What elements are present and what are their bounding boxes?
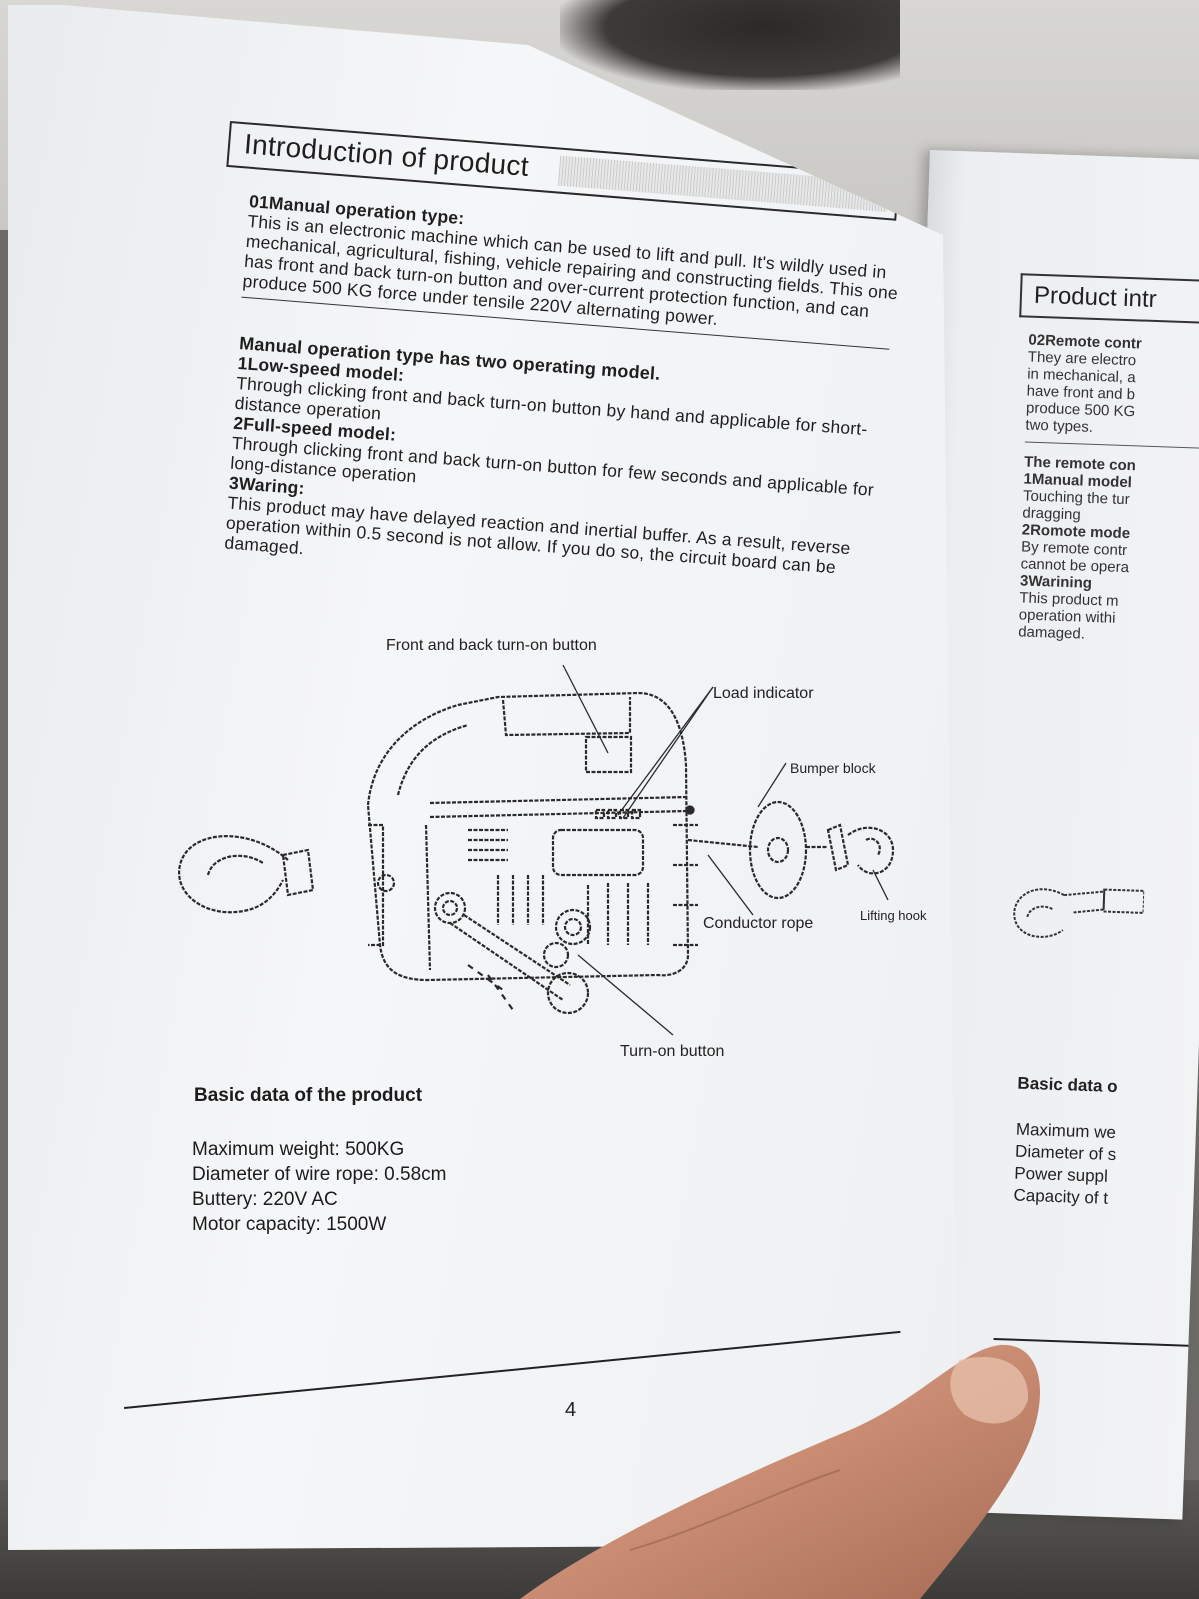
leader-conductor-rope [707, 854, 754, 916]
leader-load-indicator [617, 686, 714, 816]
label-turn-on-button: Turn-on button [620, 1043, 725, 1060]
right-page-divider [1024, 441, 1199, 450]
leader-bumper-block [757, 762, 787, 808]
background-object [560, 0, 900, 90]
leader-front-back-button [562, 664, 609, 754]
bumper-block [748, 800, 808, 900]
winch-diagram: Front and back turn-on button Load indic… [168, 625, 948, 1075]
section-operating-models: Manual operation type has two operating … [224, 333, 898, 601]
right-page-basic-data: Maximum we Diameter of s Power suppl Cap… [1013, 1119, 1117, 1210]
leader-lifting-hook [872, 869, 889, 901]
basic-data-heading: Basic data of the product [194, 1085, 423, 1106]
page-number: 4 [565, 1399, 577, 1421]
right-hook [826, 823, 850, 872]
label-lifting-hook: Lifting hook [860, 908, 927, 923]
page-title: Introduction of product [242, 128, 531, 183]
label-front-back-button: Front and back turn-on button [386, 637, 597, 654]
basic-data-row: Motor capacity: 1500W [192, 1214, 387, 1235]
basic-data-list: Maximum weight: 500KG Diameter of wire r… [192, 1137, 447, 1237]
label-load-indicator: Load indicator [713, 685, 814, 702]
left-hook [178, 835, 289, 914]
right-page-section2: The remote con 1Manual model Touching th… [1018, 453, 1199, 647]
winch-body [366, 691, 690, 982]
label-conductor-rope: Conductor rope [703, 915, 814, 932]
winch-drawing [178, 664, 895, 1036]
hook-icon [1013, 888, 1146, 938]
basic-data-row: Buttery: 220V AC [192, 1189, 338, 1210]
left-page: Introduction of product 01Manual operati… [8, 5, 956, 1550]
section-manual-operation: 01Manual operation type: This is an elec… [241, 191, 908, 357]
right-page: Product intr 02Remote contr They are ele… [882, 150, 1199, 1520]
right-page-title: Product intr [1019, 273, 1199, 326]
right-page-basic-data-heading: Basic data o [1017, 1073, 1118, 1097]
label-bumper-block: Bumper block [790, 760, 876, 776]
basic-data-row: Maximum weight: 500KG [192, 1139, 405, 1160]
leader-turn-on-button [577, 954, 674, 1036]
rp-data-row: Capacity of t [1013, 1185, 1109, 1208]
right-page-section1: 02Remote contr They are electro in mecha… [1025, 332, 1199, 441]
basic-data-row: Diameter of wire rope: 0.58cm [192, 1164, 447, 1185]
thumb-image [520, 1344, 1040, 1599]
